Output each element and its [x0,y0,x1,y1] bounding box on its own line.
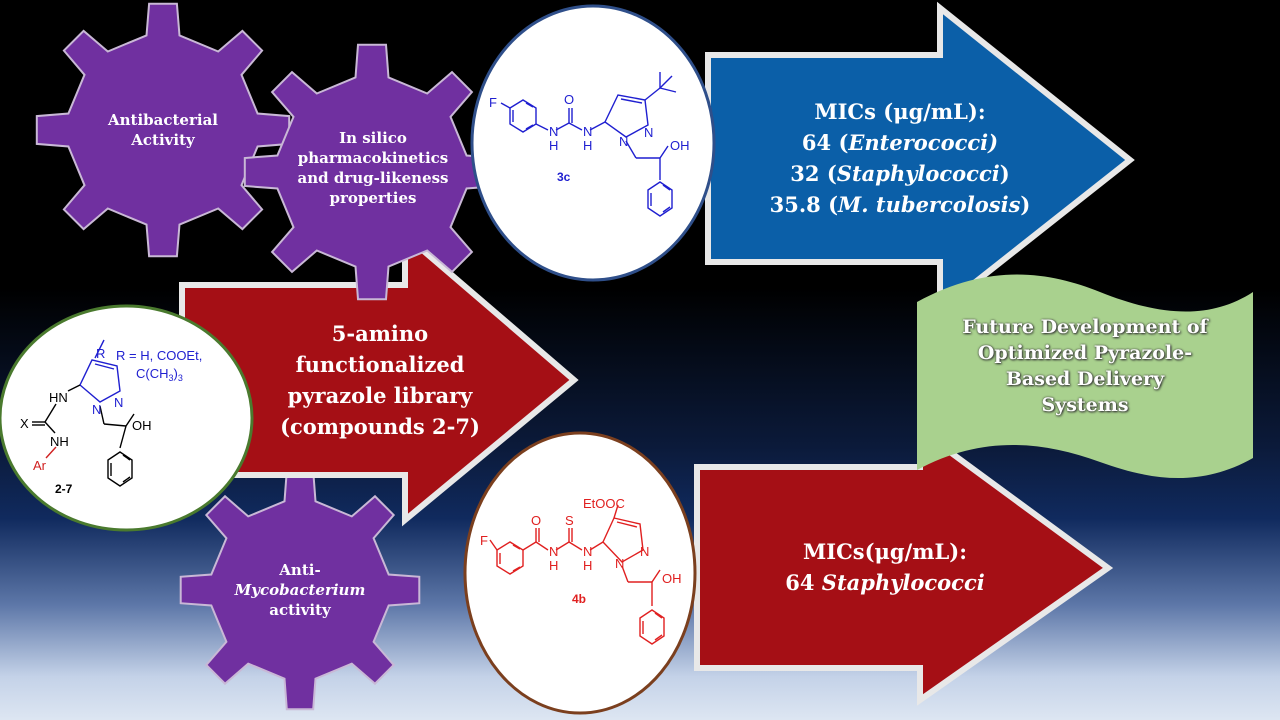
banner-line4: Systems [1041,394,1129,416]
label-3c: 3c [557,170,571,184]
library-line2: functionalized [295,352,465,377]
label-oh: OH [670,138,690,153]
library-arrow-text: 5-amino functionalized pyrazole library … [255,318,505,442]
label-x: X [20,416,29,431]
mic-staphylococci: 32 (Staphylococci) [790,161,1010,186]
banner-line1: Future Development of [962,316,1208,338]
molecule-3c-labels: F N H O N H N N OH 3c [489,92,690,184]
label-h: H [583,558,592,573]
label-s: S [565,513,574,528]
molecule-2-7 [32,339,135,487]
label-n: N [644,125,653,140]
mic-heading: MICs (μg/mL): [814,99,986,124]
label-2-7: 2-7 [55,482,73,496]
gear-antimyco [179,469,421,711]
mic-tuberculosis: 35.8 (M. tubercolosis) [769,192,1031,217]
mic-enterococci: 64 (Enterococci) [801,130,999,155]
gear-antimyco-label: Anti- Mycobacterium activity [210,560,390,620]
gear-antimyco-line2: Mycobacterium [234,581,366,599]
label-etooc: EtOOC [583,496,625,511]
library-line1: 5-amino [331,321,429,346]
label-o: O [531,513,541,528]
molecule-4b [489,504,665,645]
circle-2-7 [0,304,254,532]
label-h: H [583,138,592,153]
label-h: H [549,138,558,153]
molecule-2-7-labels: R R = H, COOEt, C(CH3)3 N N HN X NH Ar O… [20,346,202,496]
label-f: F [480,533,488,548]
label-n: N [549,544,558,559]
label-n: N [619,134,628,149]
gear-insilico [243,43,501,301]
gear-antimyco-line3: activity [269,601,331,619]
label-oh: OH [662,571,682,586]
label-n: N [114,395,123,410]
label-n: N [92,402,101,417]
future-banner [917,274,1253,479]
future-banner-text: Future Development of Optimized Pyrazole… [925,314,1245,418]
circle-4b [463,431,697,715]
label-r-definition: R = H, COOEt, [116,348,202,363]
label-ar: Ar [33,458,47,473]
label-nh: NH [50,434,69,449]
gear-antibacterial [35,2,291,258]
molecule-4b-labels: F O S EtOOC N H N H N N OH 4b [480,496,682,606]
banner-line3: Based Delivery [1005,368,1165,390]
label-n: N [549,124,558,139]
label-n: N [615,556,624,571]
label-n: N [583,544,592,559]
label-oh: OH [132,418,152,433]
label-n: N [640,544,649,559]
library-line3: pyrazole library [287,383,473,408]
label-f: F [489,95,497,110]
mic-staphylococci-4b: 64 Staphylococci [785,570,985,595]
gear-insilico-label: In silico pharmacokinetics and drug-like… [297,129,449,207]
label-r-definition-2: C(CH3)3 [136,366,183,383]
banner-line2: Optimized Pyrazole- [977,342,1193,364]
gear-antibacterial-label: Antibacterial Activity [107,111,218,149]
label-o: O [564,92,574,107]
red-arrow-text: MICs(μg/mL): 64 Staphylococci [760,536,1010,598]
label-h: H [549,558,558,573]
label-hn: HN [49,390,68,405]
mic-heading-4b: MICs(μg/mL): [803,539,967,564]
gear-antimyco-line1: Anti- [279,561,321,579]
blue-arrow-text: MICs (μg/mL): 64 (Enterococci) 32 (Staph… [740,96,1060,220]
label-n: N [583,124,592,139]
label-r: R [96,346,105,361]
label-4b: 4b [572,592,586,606]
library-line4: (compounds 2-7) [280,414,480,439]
molecule-3c [500,72,677,217]
blue-arrow [705,1,1135,317]
